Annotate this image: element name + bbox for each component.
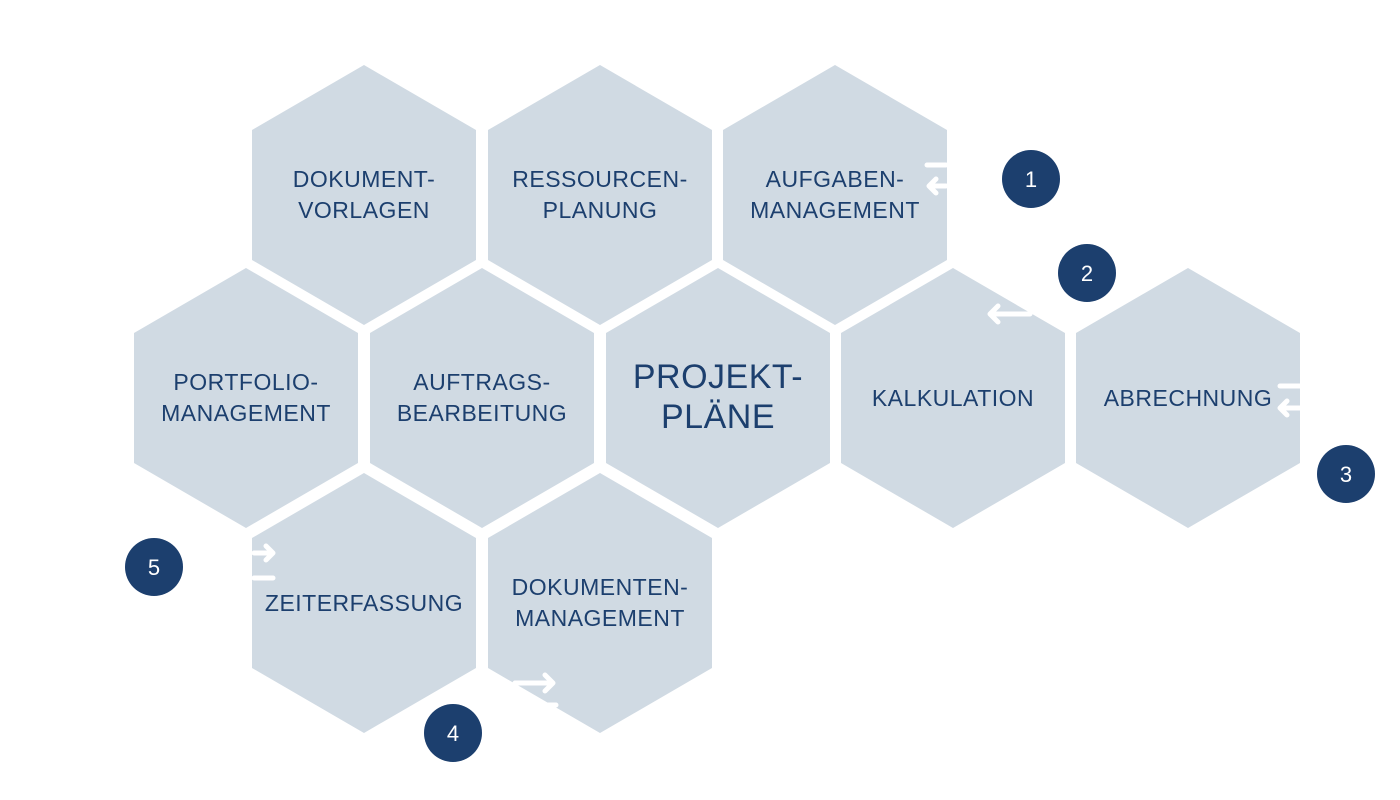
hexagon-label: AUFGABEN- MANAGEMENT bbox=[750, 166, 920, 223]
step-number: 3 bbox=[1340, 462, 1352, 487]
hexagon-label: DOKUMENT- VORLAGEN bbox=[293, 166, 436, 223]
label-line: MANAGEMENT bbox=[515, 605, 685, 631]
step-badge-3: 3 bbox=[1317, 445, 1375, 503]
hexagon-abrechnung: ABRECHNUNG bbox=[1076, 268, 1300, 528]
label-line: PLÄNE bbox=[661, 398, 775, 436]
label-line: DOKUMENTEN- bbox=[512, 574, 689, 600]
step-number: 5 bbox=[148, 555, 160, 580]
hexagon-label: ABRECHNUNG bbox=[1104, 385, 1273, 411]
step-badge-4: 4 bbox=[424, 704, 482, 762]
label-line: DOKUMENT- bbox=[293, 166, 436, 192]
hexagon-label: PORTFOLIO- MANAGEMENT bbox=[161, 369, 331, 426]
arrow-icon-2 bbox=[987, 303, 1033, 325]
hexagon-label: RESSOURCEN- PLANUNG bbox=[512, 166, 687, 223]
hexagon-shape bbox=[252, 473, 476, 733]
hexagon-label: PROJEKT-PLÄNE bbox=[633, 358, 803, 436]
arrow-icon-4 bbox=[512, 672, 559, 708]
step-number: 2 bbox=[1081, 261, 1093, 286]
step-badge-1: 1 bbox=[1002, 150, 1060, 208]
hexagon-shape bbox=[252, 65, 476, 325]
hexagon-zeiterfassung: ZEITERFASSUNG bbox=[252, 473, 476, 733]
step-number: 4 bbox=[447, 721, 459, 746]
hexagon-shape bbox=[723, 65, 947, 325]
arrow-icon-1 bbox=[924, 162, 949, 196]
hexagon-kalkulation: KALKULATION bbox=[841, 268, 1065, 528]
hexagon-label: AUFTRAGS- BEARBEITUNG bbox=[397, 369, 567, 426]
label-line: RESSOURCEN- bbox=[512, 166, 687, 192]
hexagon-shape bbox=[488, 65, 712, 325]
step-badge-2: 2 bbox=[1058, 244, 1116, 302]
hexagon-portfoliomanagement: PORTFOLIO- MANAGEMENT bbox=[134, 268, 358, 528]
hexagon-projektplaene: PROJEKT-PLÄNE bbox=[606, 268, 830, 528]
label-line: MANAGEMENT bbox=[750, 197, 920, 223]
label-line: BEARBEITUNG bbox=[397, 400, 567, 426]
hexagon-label: ZEITERFASSUNG bbox=[265, 590, 463, 616]
hexagon-dokumentenmanagement: DOKUMENTEN- MANAGEMENT bbox=[488, 473, 712, 733]
hexagon-shape bbox=[488, 473, 712, 733]
label-line: PROJEKT- bbox=[633, 358, 803, 396]
hexagon-aufgabenmanagement: AUFGABEN- MANAGEMENT bbox=[723, 65, 947, 325]
hexagon-shape bbox=[606, 268, 830, 528]
label-line: PORTFOLIO- bbox=[173, 369, 318, 395]
hexagon-shape bbox=[134, 268, 358, 528]
label-line: AUFTRAGS- bbox=[413, 369, 550, 395]
hexagon-label: DOKUMENTEN- MANAGEMENT bbox=[512, 574, 689, 631]
step-number: 1 bbox=[1025, 167, 1037, 192]
label-line: AUFGABEN- bbox=[766, 166, 905, 192]
label-line: ABRECHNUNG bbox=[1104, 385, 1273, 411]
arrow-icon-5 bbox=[251, 543, 276, 581]
hexagon-shape bbox=[370, 268, 594, 528]
hexagon-shape bbox=[841, 268, 1065, 528]
hexagon-label: KALKULATION bbox=[872, 385, 1034, 411]
hexagon-dokumentvorlagen: DOKUMENT- VORLAGEN bbox=[252, 65, 476, 325]
step-badge-5: 5 bbox=[125, 538, 183, 596]
label-line: KALKULATION bbox=[872, 385, 1034, 411]
label-line: MANAGEMENT bbox=[161, 400, 331, 426]
hexagon-ressourcenplanung: RESSOURCEN- PLANUNG bbox=[488, 65, 712, 325]
label-line: VORLAGEN bbox=[298, 197, 430, 223]
hexagon-shape bbox=[1076, 268, 1300, 528]
hexagon-auftragsbearbeitung: AUFTRAGS- BEARBEITUNG bbox=[370, 268, 594, 528]
arrow-icon-3 bbox=[1277, 383, 1303, 418]
label-line: ZEITERFASSUNG bbox=[265, 590, 463, 616]
label-line: PLANUNG bbox=[543, 197, 658, 223]
